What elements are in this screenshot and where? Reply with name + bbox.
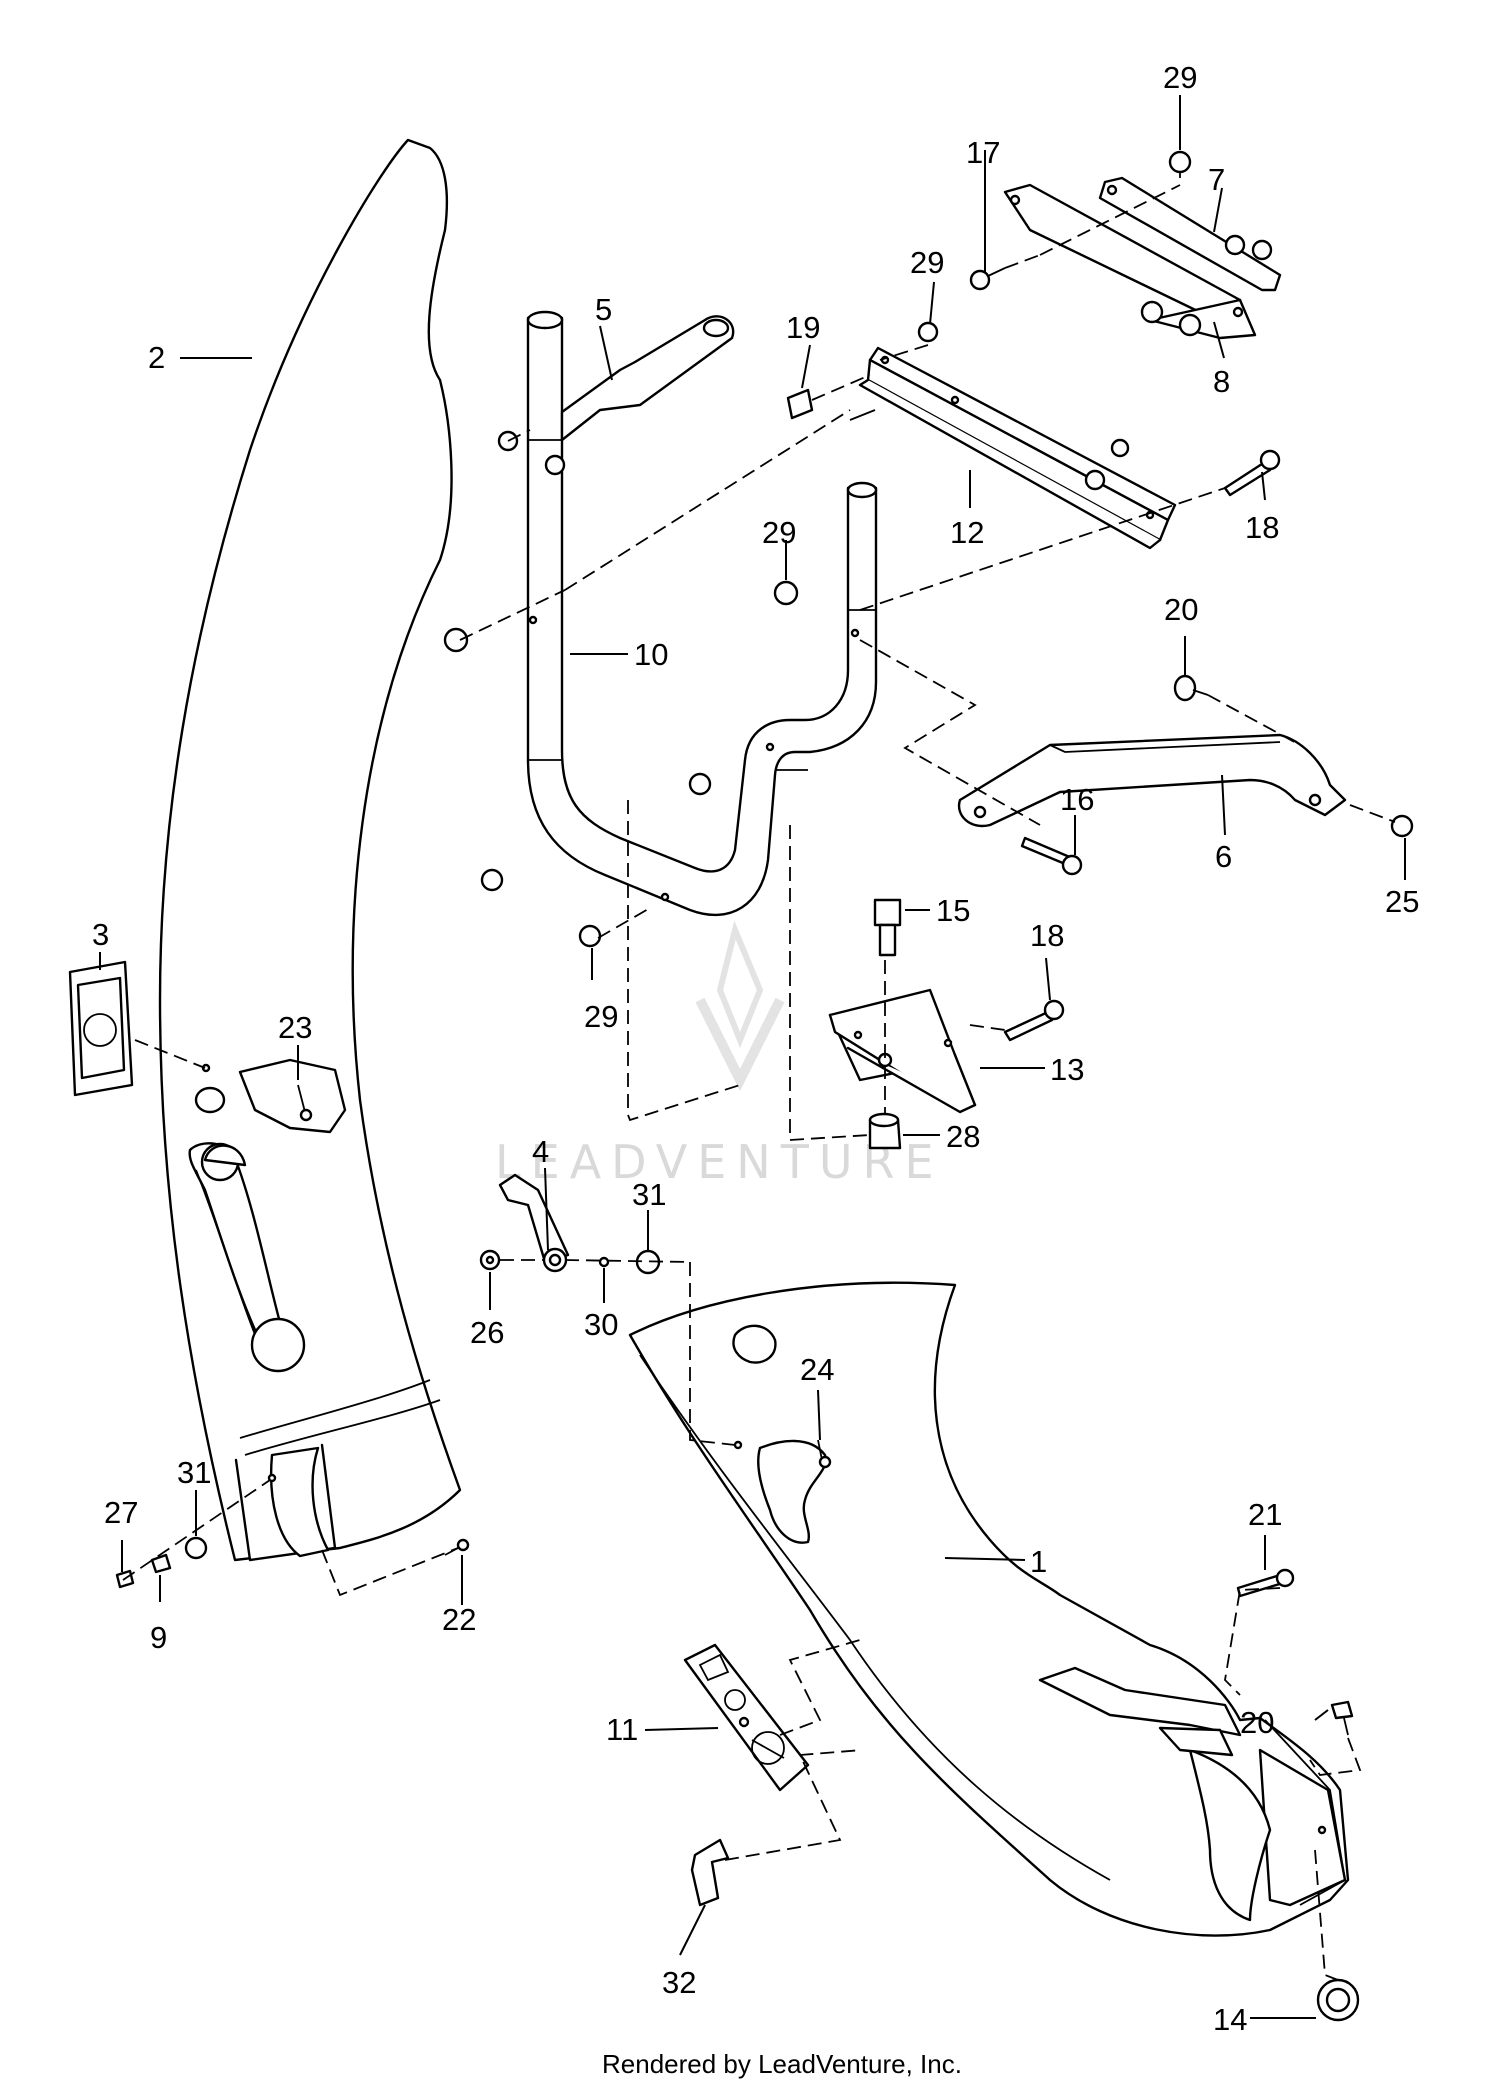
part-30-spring	[598, 1256, 610, 1268]
part-23-patch	[238, 1058, 347, 1134]
callout-2: 2	[148, 340, 165, 375]
callout-12: 12	[950, 515, 984, 550]
callout-7: 7	[1208, 162, 1225, 197]
part-32-knob	[690, 1838, 730, 1907]
callout-22: 22	[442, 1602, 476, 1637]
callout-17: 17	[966, 135, 1000, 170]
callout-6: 6	[1215, 839, 1232, 874]
part-2-chute-tube	[158, 138, 462, 1562]
callout-23: 23	[278, 1010, 312, 1045]
part-12-rail	[849, 346, 1177, 550]
part-14-knob	[1316, 1978, 1360, 2022]
part-10-bracket-tube	[443, 310, 878, 948]
callout-9: 9	[150, 1620, 167, 1655]
callout-1: 1	[1030, 1544, 1047, 1579]
part-11-decal	[683, 1643, 810, 1792]
part-22-bolt	[444, 1538, 470, 1556]
watermark: LEADVENTURE	[495, 920, 944, 1189]
callout-21: 21	[1248, 1497, 1282, 1532]
callout-29: 29	[584, 999, 618, 1034]
callout-30: 30	[584, 1307, 618, 1342]
part-21-bolt	[1236, 1568, 1295, 1598]
callout-10: 10	[634, 637, 668, 672]
part-13-bracket	[828, 988, 977, 1114]
callout-32: 32	[662, 1965, 696, 2000]
part-17-bolt	[969, 254, 1041, 291]
callout-28: 28	[946, 1119, 980, 1154]
callout-31: 31	[632, 1177, 666, 1212]
callout-20: 20	[1240, 1705, 1274, 1740]
callout-11: 11	[606, 1712, 638, 1747]
part-19-pin	[786, 374, 871, 420]
callout-8: 8	[1213, 364, 1230, 399]
callout-18: 18	[1030, 918, 1064, 953]
callout-20: 20	[1164, 592, 1198, 627]
callout-25: 25	[1385, 884, 1419, 919]
part-6-arm	[957, 733, 1347, 828]
part-1-deflector	[628, 1281, 1350, 1937]
callout-29: 29	[762, 515, 796, 550]
watermark-text: LEADVENTURE	[495, 1135, 944, 1189]
callout-27: 27	[104, 1495, 138, 1530]
callout-24: 24	[800, 1352, 834, 1387]
callout-3: 3	[92, 917, 109, 952]
part-5-arm	[560, 315, 735, 442]
part-16-bolt	[1020, 836, 1083, 876]
callout-15: 15	[936, 893, 970, 928]
part-15-bolt	[873, 898, 902, 957]
part-29-nuts	[773, 150, 1192, 606]
part-20-bolt	[1173, 674, 1209, 702]
callout-labels: 2 5 29 17 7 8 29 19 12 18 29 10 20 16 6 …	[92, 60, 1419, 2037]
leader-lines	[99, 95, 1406, 2019]
callout-29: 29	[910, 245, 944, 280]
callout-18: 18	[1245, 510, 1279, 545]
callout-5: 5	[595, 292, 612, 327]
part-20-bolt-lower	[1330, 1700, 1354, 1736]
part-26-washer	[479, 1249, 501, 1271]
part-25-nut	[1390, 814, 1414, 838]
callout-14: 14	[1213, 2002, 1247, 2037]
callout-4: 4	[532, 1134, 549, 1169]
part-28-nut	[868, 1112, 902, 1150]
footer-credit: Rendered by LeadVenture, Inc.	[602, 2049, 962, 2079]
assembly-lines	[122, 172, 1396, 1981]
callout-13: 13	[1050, 1052, 1084, 1087]
callout-19: 19	[786, 310, 820, 345]
part-3-label-plate	[68, 960, 206, 1097]
part-4-lever	[498, 1173, 570, 1273]
part-7-8-plates	[1003, 176, 1282, 340]
callout-29: 29	[1163, 60, 1197, 95]
part-9-spring	[150, 1553, 172, 1574]
callout-31: 31	[177, 1455, 211, 1490]
callout-16: 16	[1060, 782, 1094, 817]
callout-26: 26	[470, 1315, 504, 1350]
part-18-bolts	[1003, 449, 1281, 1042]
